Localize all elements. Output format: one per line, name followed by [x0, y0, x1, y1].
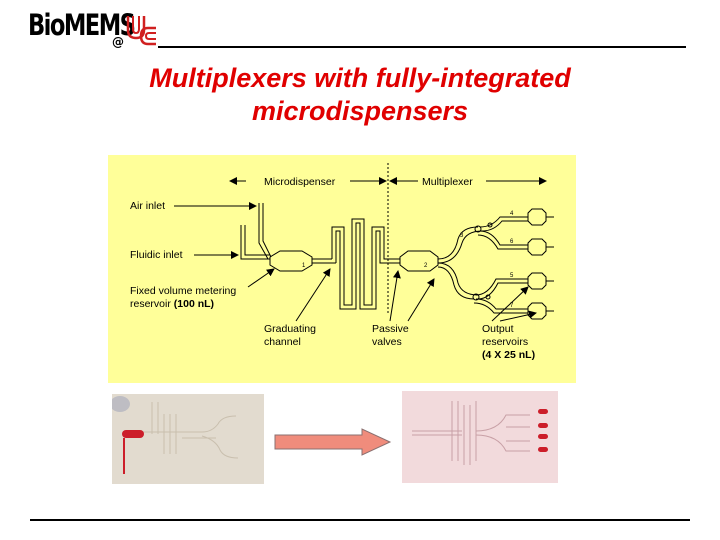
title-line-2: microdispensers [251, 96, 469, 126]
graduating-pointer [295, 268, 331, 322]
output-pointer-2 [499, 310, 537, 322]
metering-reservoir [269, 250, 313, 272]
logo-at-sign: @ [112, 35, 124, 49]
node-number-1: 1 [302, 263, 306, 269]
node-number-6: 6 [510, 239, 514, 245]
metering-pointer [247, 268, 275, 288]
passive-valve-pointer-1 [389, 270, 401, 322]
passive-valve-pointer-2 [407, 278, 435, 322]
node-number-2: 2 [424, 263, 428, 269]
slide-title: Multiplexers with fully-integrated micro… [60, 62, 660, 128]
branch-4 [479, 216, 528, 232]
reservoir-2 [399, 250, 439, 272]
output-pointer-1 [491, 286, 529, 322]
output-reservoir-3 [527, 272, 554, 290]
output-reservoir-1 [527, 208, 554, 226]
label-metering-line-1: Fixed volume metering [130, 285, 237, 297]
connector-1 [312, 258, 336, 264]
microfluidic-schematic: 1 2 3 4 5 6 7 [174, 163, 554, 322]
label-graduating-line-2: channel [264, 336, 301, 348]
label-multiplexer: Multiplexer [422, 176, 473, 188]
label-passive-line-1: Passive [372, 323, 409, 335]
branch-5 [475, 278, 528, 300]
label-metering-line-2: reservoir (100 nL) [130, 298, 215, 310]
label-fluidic-inlet: Fluidic inlet [130, 249, 183, 261]
branch-6 [477, 230, 528, 250]
device-photo-after-image [402, 391, 558, 483]
title-line-1: Multiplexers with fully-integrated [149, 63, 571, 93]
fluidic-inlet-channel [240, 225, 270, 260]
device-photo-before-image [110, 394, 264, 484]
branch-lower [437, 262, 479, 300]
node-number-4: 4 [510, 211, 514, 217]
footer-rule [30, 519, 690, 521]
diagram-panel: 1 2 3 4 5 6 7 Microdispenser Multiplexer… [108, 155, 576, 383]
label-graduating-line-1: Graduating [264, 323, 316, 335]
device-photo-before [110, 394, 264, 484]
label-microdispenser: Microdispenser [264, 176, 336, 188]
transition-arrow-icon [274, 428, 392, 456]
branch-7 [473, 298, 528, 314]
output-reservoir-4 [527, 302, 554, 320]
university-logo-mark [126, 16, 156, 46]
output-reservoir-2 [527, 238, 554, 256]
node-number-7: 7 [510, 303, 514, 309]
label-passive-line-2: valves [372, 336, 402, 348]
label-output-line-3: (4 X 25 nL) [482, 349, 536, 361]
header-rule [158, 46, 686, 48]
node-number-3: 3 [460, 233, 464, 239]
label-output-line-2: reservoirs [482, 336, 529, 348]
label-air-inlet: Air inlet [130, 200, 166, 212]
logo-text: BioMEMS [28, 8, 136, 42]
graduating-channel [331, 218, 400, 310]
branch-upper [437, 226, 483, 264]
air-inlet-channel [258, 203, 272, 260]
node-number-5: 5 [510, 273, 514, 279]
device-photo-after [402, 391, 558, 483]
label-output-line-1: Output [482, 323, 514, 335]
